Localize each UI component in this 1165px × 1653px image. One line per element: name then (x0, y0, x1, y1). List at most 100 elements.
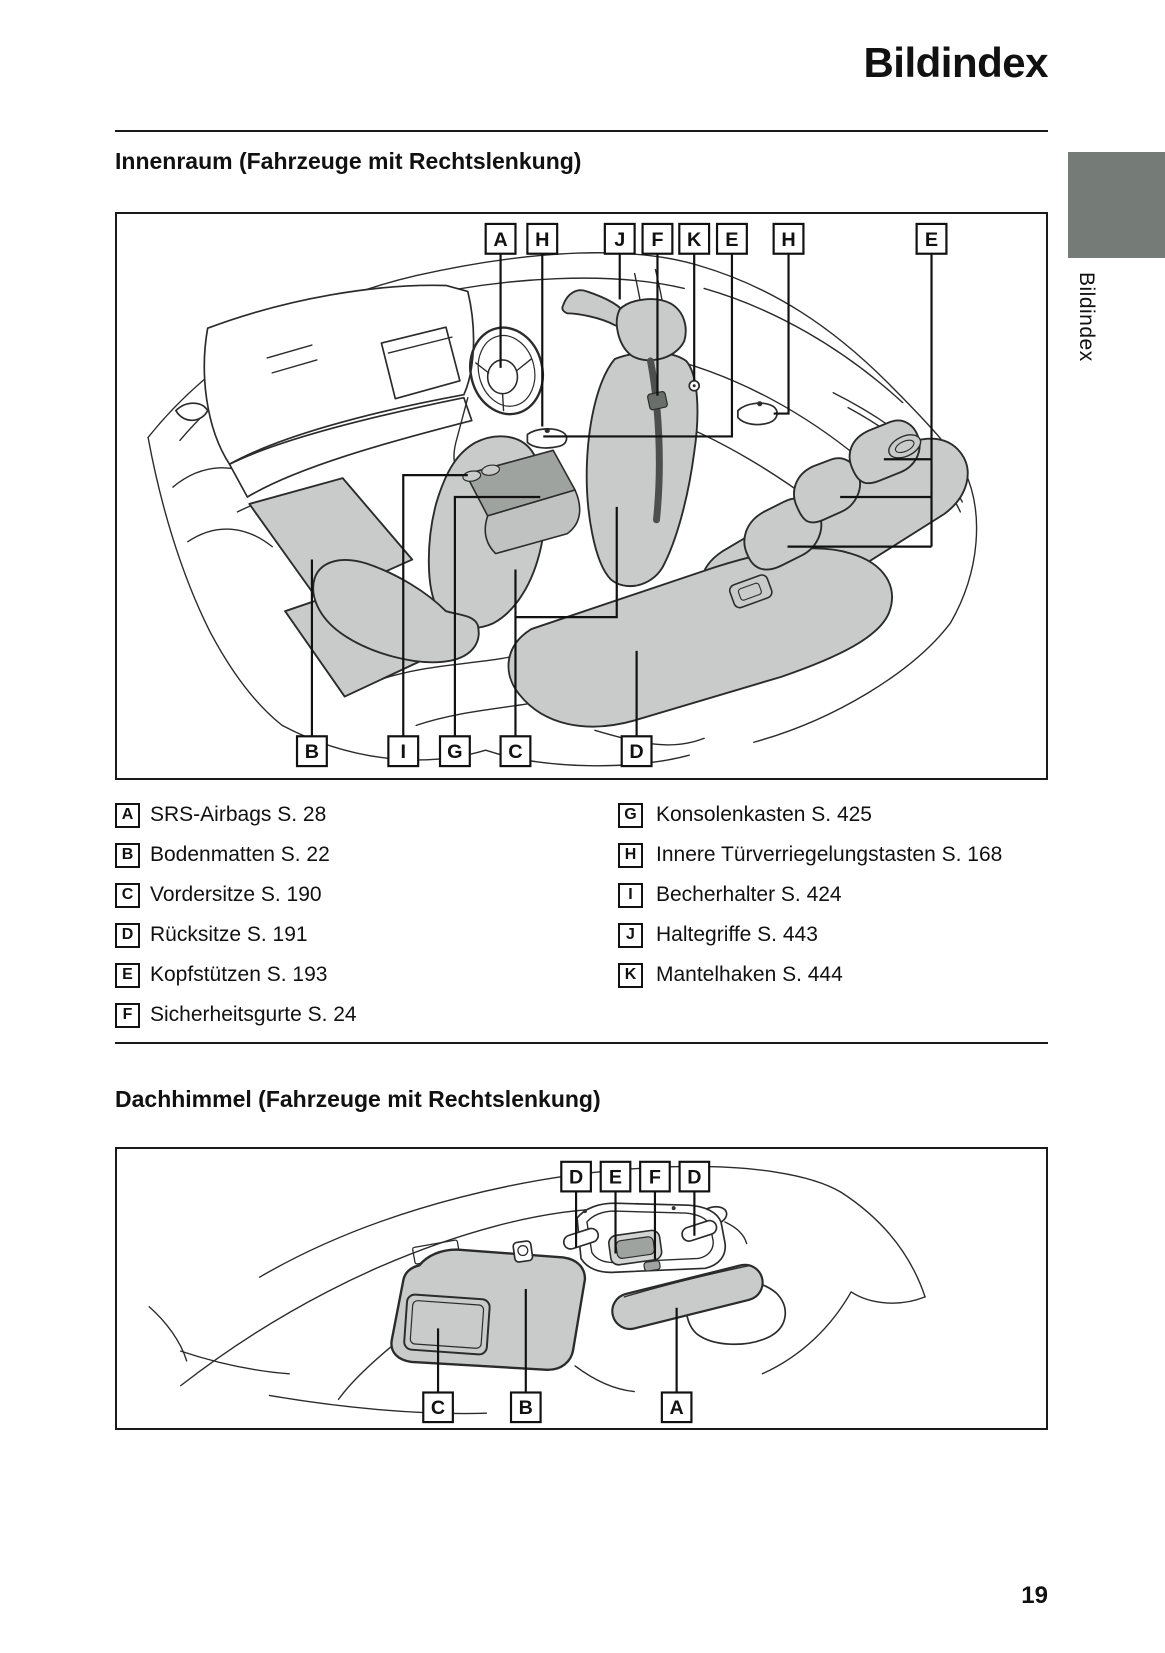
legend-item-E: E Kopfstützen S. 193 (115, 955, 357, 995)
diagram-label-H2: H (772, 222, 805, 255)
front-seat-driver (585, 298, 699, 587)
steering-wheel (469, 326, 544, 416)
legend-text-B: Bodenmatten S. 22 (150, 843, 330, 866)
svg-text:K: K (687, 229, 702, 251)
interior-diagram-frame: A H J F K E H E B I G C D (115, 212, 1048, 780)
diagram-label-C: C (499, 735, 532, 768)
headliner-diagram-frame: D E F D C B A (115, 1147, 1048, 1430)
legend-text-H: Innere Türverriegelungstasten S. 168 (656, 843, 1003, 866)
section-divider (115, 1042, 1048, 1044)
belt-guide (647, 391, 668, 411)
legend-text-K: Mantelhaken S. 444 (656, 963, 843, 986)
legend-key-G: G (618, 802, 643, 828)
headrest-driver (615, 298, 687, 362)
section-heading-dachhimmel: Dachhimmel (Fahrzeuge mit Rechtslenkung) (115, 1086, 601, 1112)
map-light-right (681, 1219, 718, 1242)
diagram-label-K: K (678, 222, 711, 255)
svg-text:H: H (535, 229, 549, 251)
chapter-tab-label: Bildindex (1075, 272, 1098, 362)
map-light-left (562, 1227, 600, 1250)
svg-text:C: C (508, 741, 522, 763)
diagram-label-I: I (387, 735, 420, 768)
cup-holder (481, 464, 501, 476)
svg-text:E: E (725, 229, 738, 251)
infotainment-screen (380, 326, 461, 400)
legend-text-J: Haltegriffe S. 443 (656, 923, 818, 946)
sun-visor (390, 1240, 587, 1372)
diagram-label-G: G (438, 735, 471, 768)
rear-door-handle (737, 402, 778, 426)
legend-key-E: E (115, 962, 140, 988)
legend-key-A: A (115, 802, 140, 828)
overhead-console (562, 1202, 727, 1274)
svg-text:F: F (651, 229, 663, 251)
page-number: 19 (1021, 1582, 1048, 1609)
legend-text-C: Vordersitze S. 190 (150, 883, 322, 906)
diagram2-label-C: C (422, 1391, 454, 1424)
legend-key-F: F (115, 1002, 140, 1028)
diagram2-label-E: E (599, 1160, 632, 1193)
svg-text:E: E (609, 1167, 622, 1189)
legend-item-D: D Rücksitze S. 191 (115, 915, 357, 955)
overhead-lamp (611, 1263, 764, 1331)
legend-text-E: Kopfstützen S. 193 (150, 963, 328, 986)
legend-key-K: K (618, 962, 643, 988)
diagram-label-D: D (620, 735, 653, 768)
legend-key-I: I (618, 882, 643, 908)
seat-belt (647, 357, 663, 524)
legend-item-B: B Bodenmatten S. 22 (115, 835, 357, 875)
legend-item-J: J Haltegriffe S. 443 (618, 915, 1002, 955)
center-console (462, 449, 581, 555)
legend-text-F: Sicherheitsgurte S. 24 (150, 1003, 357, 1026)
legend-item-I: I Becherhalter S. 424 (618, 875, 1002, 915)
legend-item-H: H Innere Türverriegelungstasten S. 168 (618, 835, 1002, 875)
svg-text:D: D (687, 1167, 701, 1189)
front-door-lock-button (544, 427, 550, 434)
diagram-label-J: J (603, 222, 636, 255)
diagram2-label-D2: D (678, 1160, 711, 1193)
leader-lines (310, 253, 933, 737)
legend-key-H: H (618, 842, 643, 868)
cup-holder (462, 470, 482, 482)
legend-key-D: D (115, 922, 140, 948)
legend-key-J: J (618, 922, 643, 948)
svg-text:I: I (401, 741, 407, 763)
svg-text:H: H (781, 229, 795, 251)
holder-latch (643, 1260, 661, 1272)
legend-text-I: Becherhalter S. 424 (656, 883, 842, 906)
airbag-pad (486, 359, 519, 395)
legend-text-D: Rücksitze S. 191 (150, 923, 308, 946)
svg-text:F: F (649, 1167, 661, 1189)
svg-text:B: B (519, 1397, 533, 1419)
headliner-diagram: D E F D C B A (148, 1160, 926, 1424)
visor-clip (512, 1240, 534, 1263)
leader-lines (436, 1191, 696, 1393)
rear-door-lock-button (757, 401, 763, 407)
svg-text:D: D (629, 741, 643, 763)
svg-text:B: B (305, 741, 319, 763)
vanity-mirror (403, 1293, 491, 1356)
diagram2-label-D1: D (560, 1160, 592, 1193)
svg-text:C: C (431, 1397, 445, 1419)
diagram2-label-B: B (509, 1391, 542, 1424)
section-heading-innenraum: Innenraum (Fahrzeuge mit Rechtslenkung) (115, 148, 582, 174)
diagram2-label-F: F (639, 1160, 671, 1193)
svg-text:A: A (493, 229, 507, 251)
legend-item-K: K Mantelhaken S. 444 (618, 955, 1002, 995)
chapter-tab (1068, 152, 1165, 258)
page-title: Bildindex (863, 39, 1048, 86)
diagram-label-H1: H (526, 222, 559, 255)
svg-text:A: A (670, 1397, 684, 1419)
rear-bench (507, 419, 969, 728)
interior-diagram: A H J F K E H E B I G C D (147, 222, 978, 768)
diagram-label-E2: E (915, 222, 948, 255)
diagram-label-E1: E (715, 222, 748, 255)
diagram-label-B: B (295, 735, 328, 768)
svg-text:E: E (925, 229, 938, 251)
svg-text:J: J (614, 229, 625, 251)
legend-key-B: B (115, 842, 140, 868)
